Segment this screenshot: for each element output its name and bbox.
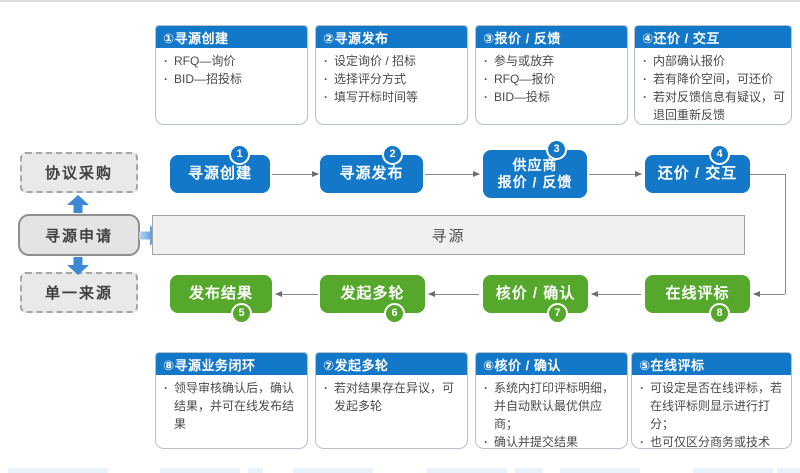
- cutoff-strip: [248, 468, 263, 473]
- flow-price-confirm: 核价 / 确认 7: [483, 275, 588, 324]
- step-badge: 8: [709, 303, 730, 324]
- flow-label: 寻源创建: [187, 164, 252, 182]
- step-badge: 7: [547, 303, 568, 324]
- arrow-left-icon: [591, 291, 641, 297]
- flow-sourcing-publish: 寻源发布 2: [320, 144, 423, 193]
- step-badge: 5: [231, 303, 252, 324]
- arrow-right-icon: [589, 171, 642, 177]
- card-title: ⑦发起多轮: [316, 353, 467, 375]
- bullet-list: 系统内打印评标明细，并自动默认最优供应商；确认并提交结果: [482, 379, 621, 448]
- bullet-list: 可设定是否在线评标，若在线评标则显示进行打分；也可仅区分商务或技术: [638, 379, 785, 448]
- bullet: RFQ—询价: [162, 52, 301, 70]
- card-body: 设定询价 / 招标选择评分方式填写开标时间等: [316, 48, 467, 109]
- flow-online-evaluation: 在线评标 8: [645, 275, 750, 324]
- top-border-line: [0, 0, 800, 2]
- flow-counter-offer: 还价 / 交互 4: [645, 144, 750, 193]
- cutoff-strip: [693, 468, 773, 473]
- card-sourcing-create: ①寻源创建 RFQ—询价BID—招投标: [155, 25, 308, 125]
- flow-label: 寻源发布: [339, 164, 404, 182]
- card-title: ①寻源创建: [156, 26, 307, 48]
- card-title: ⑥核价 / 确认: [476, 353, 627, 375]
- bullet: RFQ—报价: [482, 70, 621, 88]
- bullet-list: 设定询价 / 招标选择评分方式填写开标时间等: [322, 52, 461, 106]
- node-single-source: 单一来源: [20, 272, 138, 313]
- bullet: 领导审核确认后，确认结果，并可在线发布结果: [162, 379, 301, 433]
- connector-segment: [750, 174, 785, 175]
- arrow-right-icon: [272, 171, 319, 177]
- flow-label: 核价 / 确认: [495, 284, 576, 302]
- card-title: ④还价 / 交互: [635, 26, 791, 48]
- arrow-left-icon: [428, 291, 479, 297]
- card-body: 若对结果存在异议，可发起多轮: [316, 375, 467, 418]
- bullet: 若对结果存在异议，可发起多轮: [322, 379, 461, 415]
- bullet-list: RFQ—询价BID—招投标: [162, 52, 301, 88]
- bullet: 填写开标时间等: [322, 88, 461, 106]
- card-sourcing-publish: ②寻源发布 设定询价 / 招标选择评分方式填写开标时间等: [315, 25, 468, 125]
- cutoff-strip: [777, 468, 800, 473]
- step-badge: 3: [546, 139, 567, 160]
- bullet: 若有降价空间，可还价: [641, 70, 785, 88]
- card-title: ⑤在线评标: [632, 353, 791, 375]
- card-body: RFQ—询价BID—招投标: [156, 48, 307, 91]
- cutoff-strip: [560, 468, 640, 473]
- sourcing-bar: 寻源: [152, 215, 745, 255]
- flow-supplier-quote: 供应商 报价 / 反馈 3: [483, 139, 587, 198]
- bullet: 确认并提交结果: [482, 433, 621, 448]
- card-online-evaluation: ⑤在线评标 可设定是否在线评标，若在线评标则显示进行打分；也可仅区分商务或技术: [631, 352, 792, 449]
- card-body: 领导审核确认后，确认结果，并可在线发布结果: [156, 375, 307, 436]
- bullet: 内部确认报价: [641, 52, 785, 70]
- card-title: ②寻源发布: [316, 26, 467, 48]
- card-price-confirm: ⑥核价 / 确认 系统内打印评标明细，并自动默认最优供应商；确认并提交结果: [475, 352, 628, 449]
- card-body: 系统内打印评标明细，并自动默认最优供应商；确认并提交结果: [476, 375, 627, 448]
- flow-label: 发起多轮: [340, 284, 405, 302]
- cutoff-strip: [427, 468, 507, 473]
- step-badge: 4: [709, 144, 730, 165]
- card-body: 内部确认报价若有降价空间，可还价若对反馈信息有疑议，可退回重新反馈: [635, 48, 791, 124]
- bullet: 参与或放弃: [482, 52, 621, 70]
- bullet-list: 若对结果存在异议，可发起多轮: [322, 379, 461, 415]
- bullet: 可设定是否在线评标，若在线评标则显示进行打分；: [638, 379, 785, 433]
- cutoff-strip: [8, 468, 108, 473]
- arrow-right-icon: [425, 171, 480, 177]
- node-agreement-procurement: 协议采购: [20, 152, 138, 193]
- node-sourcing-request: 寻源申请: [18, 214, 140, 256]
- down-arrow-icon: [67, 257, 89, 275]
- flow-multi-round: 发起多轮 6: [320, 275, 425, 324]
- flow-sourcing-create: 寻源创建 1: [170, 144, 270, 193]
- step-badge: 6: [384, 303, 405, 324]
- step-badge: 1: [229, 144, 250, 165]
- bullet: 若对反馈信息有疑议，可退回重新反馈: [641, 88, 785, 124]
- flow-publish-result: 发布结果 5: [170, 275, 272, 324]
- flow-label: 发布结果: [188, 284, 253, 302]
- card-body: 可设定是否在线评标，若在线评标则显示进行打分；也可仅区分商务或技术: [632, 375, 791, 448]
- bullet: 系统内打印评标明细，并自动默认最优供应商；: [482, 379, 621, 433]
- bullet: BID—投标: [482, 88, 621, 106]
- arrow-left-icon: [753, 291, 785, 297]
- bullet: 设定询价 / 招标: [322, 52, 461, 70]
- bullet: 也可仅区分商务或技术: [638, 433, 785, 448]
- connector-segment: [785, 174, 786, 294]
- step-badge: 2: [382, 144, 403, 165]
- card-business-closure: ⑧寻源业务闭环 领导审核确认后，确认结果，并可在线发布结果: [155, 352, 308, 449]
- bullet-list: 领导审核确认后，确认结果，并可在线发布结果: [162, 379, 301, 433]
- card-quote-feedback: ③报价 / 反馈 参与或放弃RFQ—报价BID—投标: [475, 25, 628, 125]
- card-counter-offer: ④还价 / 交互 内部确认报价若有降价空间，可还价若对反馈信息有疑议，可退回重新…: [634, 25, 792, 125]
- up-arrow-icon: [67, 195, 89, 213]
- card-title: ⑧寻源业务闭环: [156, 353, 307, 375]
- cutoff-strip: [160, 468, 240, 473]
- arrow-left-icon: [275, 291, 318, 297]
- card-title: ③报价 / 反馈: [476, 26, 627, 48]
- card-body: 参与或放弃RFQ—报价BID—投标: [476, 48, 627, 109]
- bullet: BID—招投标: [162, 70, 301, 88]
- card-multi-round: ⑦发起多轮 若对结果存在异议，可发起多轮: [315, 352, 468, 449]
- flow-label: 还价 / 交互: [657, 164, 738, 182]
- cutoff-strip: [515, 468, 543, 473]
- bullet-list: 参与或放弃RFQ—报价BID—投标: [482, 52, 621, 106]
- bullet: 选择评分方式: [322, 70, 461, 88]
- flow-label: 供应商 报价 / 反馈: [497, 156, 573, 191]
- flow-label: 在线评标: [665, 284, 730, 302]
- bullet-list: 内部确认报价若有降价空间，可还价若对反馈信息有疑议，可退回重新反馈: [641, 52, 785, 124]
- cutoff-strip: [293, 468, 373, 473]
